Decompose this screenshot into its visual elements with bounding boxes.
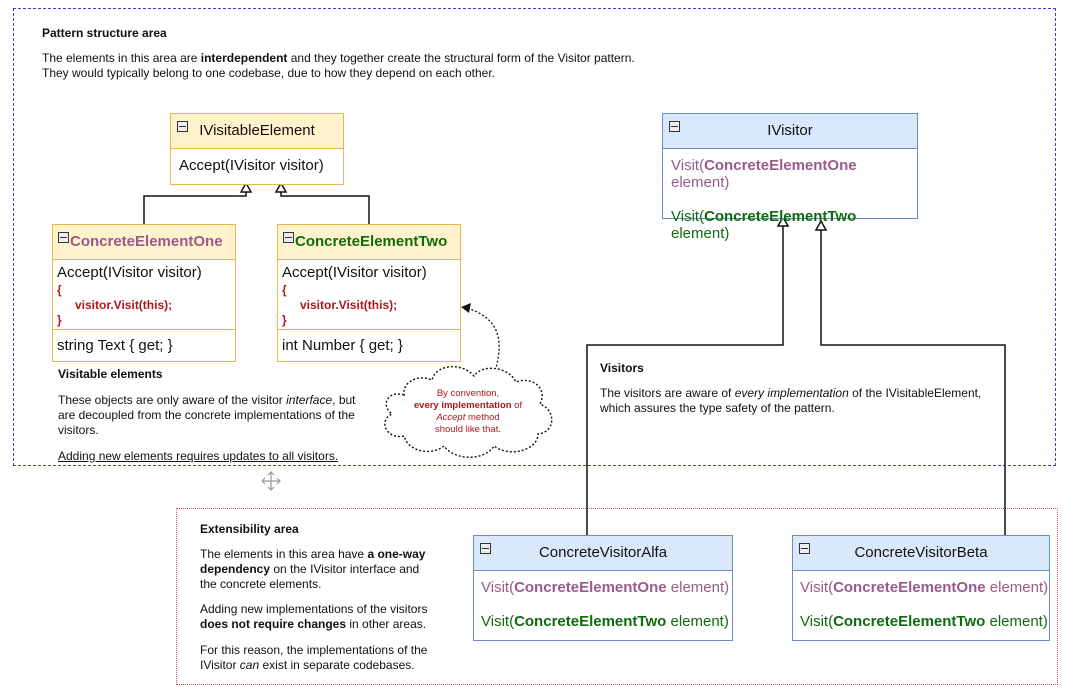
class-methods: Visit(ConcreteElementOne element) Visit(…	[662, 149, 918, 242]
extensibility-title: Extensibility area	[200, 522, 299, 536]
concrete-visitor-alfa-class[interactable]: ConcreteVisitorAlfa Visit(ConcreteElemen…	[473, 535, 733, 641]
extensibility-paragraph-3: For this reason, the implementations of …	[200, 643, 428, 672]
ivisitor-interface[interactable]: IVisitor Visit(ConcreteElementOne elemen…	[662, 113, 918, 242]
cloud-arrow	[469, 308, 500, 379]
class-property: string Text { get; }	[52, 330, 236, 362]
inherit-line-one	[143, 190, 247, 224]
extensibility-paragraph-1: The elements in this area have a one-way…	[200, 547, 426, 591]
class-property: int Number { get; }	[277, 330, 461, 362]
class-name: ConcreteElementOne	[70, 233, 223, 250]
class-name: ConcreteElementTwo	[295, 233, 448, 250]
implements-arrow-beta	[814, 219, 828, 231]
cloud-shape	[384, 366, 553, 458]
class-method-block: Accept(IVisitor visitor) { visitor.Visit…	[277, 260, 461, 330]
concrete-element-two-class[interactable]: ConcreteElementTwo Accept(IVisitor visit…	[277, 224, 461, 362]
extensibility-paragraph-2: Adding new implementations of the visito…	[200, 602, 428, 631]
class-method: Accept(IVisitor visitor)	[170, 149, 344, 185]
class-method-block: Accept(IVisitor visitor) { visitor.Visit…	[52, 260, 236, 330]
collapse-icon[interactable]	[177, 121, 188, 132]
visitors-title: Visitors	[600, 361, 644, 375]
collapse-icon[interactable]	[283, 232, 294, 243]
collapse-icon[interactable]	[58, 232, 69, 243]
collapse-icon[interactable]	[669, 121, 680, 132]
concrete-element-one-class[interactable]: ConcreteElementOne Accept(IVisitor visit…	[52, 224, 236, 362]
extensibility-area	[176, 508, 1058, 685]
collapse-icon[interactable]	[480, 543, 491, 554]
visitable-elements-description: These objects are only aware of the visi…	[58, 393, 356, 437]
inherit-arrow-one	[239, 181, 253, 193]
ivisitable-element-class[interactable]: IVisitableElement Accept(IVisitor visito…	[170, 113, 344, 185]
inherit-arrow-two	[274, 181, 288, 193]
pattern-structure-area	[13, 8, 1056, 466]
implements-line-alfa	[586, 226, 784, 535]
concrete-visitor-beta-class[interactable]: ConcreteVisitorBeta Visit(ConcreteElemen…	[792, 535, 1050, 641]
inherit-line-two	[280, 190, 370, 224]
implements-line-beta	[820, 230, 1006, 535]
move-cursor-icon	[261, 471, 281, 491]
cloud-note: By convention, every implementation of A…	[413, 388, 523, 435]
visitable-elements-warning: Adding new elements requires updates to …	[58, 449, 339, 463]
implements-arrow-alfa	[776, 215, 790, 227]
pattern-area-description: The elements in this area are interdepen…	[42, 51, 635, 80]
collapse-icon[interactable]	[799, 543, 810, 554]
class-name: ConcreteVisitorAlfa	[538, 544, 668, 561]
class-methods: Visit(ConcreteElementOne element) Visit(…	[792, 571, 1050, 641]
class-name: IVisitableElement	[199, 122, 315, 139]
class-name: ConcreteVisitorBeta	[854, 544, 988, 561]
class-methods: Visit(ConcreteElementOne element) Visit(…	[473, 571, 733, 641]
visitable-elements-title: Visitable elements	[58, 367, 163, 381]
class-method: Accept(IVisitor visitor)	[282, 264, 427, 281]
class-name: IVisitor	[767, 122, 813, 139]
class-method: Accept(IVisitor visitor)	[57, 264, 202, 281]
visitors-description: The visitors are aware of every implemen…	[600, 386, 982, 415]
pattern-area-title: Pattern structure area	[42, 26, 167, 40]
